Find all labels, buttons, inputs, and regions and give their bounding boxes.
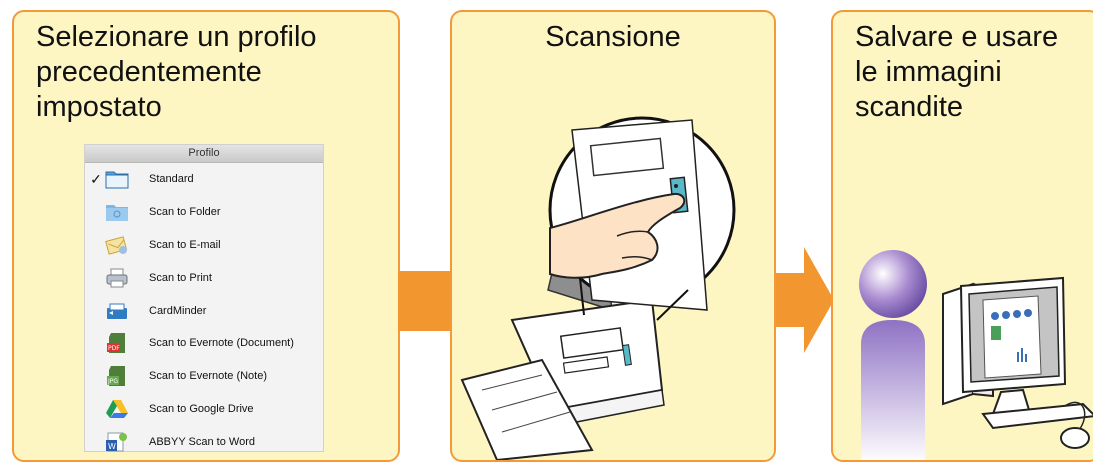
step-scan-panel: Scansione — [450, 10, 776, 462]
profile-item-label: Scan to Evernote (Note) — [149, 370, 267, 382]
step-select-profile-panel: Selezionare un profilo precedentemente i… — [12, 10, 400, 462]
profile-item-cardminder[interactable]: CardMinder — [85, 294, 323, 327]
profile-item-label: Scan to E-mail — [149, 239, 221, 251]
profile-item-label: Scan to Google Drive — [149, 403, 254, 415]
profile-menu-header: Profilo — [85, 145, 323, 163]
profile-item-label: ABBYY Scan to Word — [149, 436, 255, 448]
arrow-right-icon — [398, 245, 454, 355]
profile-item-scan-to-folder[interactable]: Scan to Folder — [85, 196, 323, 229]
profile-item-label: Scan to Evernote (Document) — [149, 337, 294, 349]
profile-item-scan-to-email[interactable]: Scan to E-mail — [85, 229, 323, 262]
arrow-right-icon — [776, 247, 834, 353]
step-select-profile-title: Selezionare un profilo precedentemente i… — [14, 12, 398, 125]
profile-item-standard[interactable]: ✓ Standard — [85, 163, 323, 196]
profile-item-abbyy-scan-to-word[interactable]: W ABBYY Scan to Word — [85, 425, 323, 458]
person-head — [859, 250, 927, 318]
step-scan-title: Scansione — [452, 12, 774, 55]
user-computer-illustration — [833, 224, 1093, 462]
folder-icon — [105, 201, 129, 223]
profile-item-scan-to-evernote-note[interactable]: JPG Scan to Evernote (Note) — [85, 360, 323, 393]
card-icon — [105, 300, 129, 322]
svg-text:W: W — [108, 442, 116, 451]
printer-icon — [105, 267, 129, 289]
step-save-use-panel: Salvare e usare le immagini scandite — [831, 10, 1093, 462]
folder-icon — [105, 168, 129, 190]
profile-item-scan-to-evernote-document[interactable]: PDF Scan to Evernote (Document) — [85, 327, 323, 360]
profile-item-label: Standard — [149, 173, 194, 185]
profile-item-scan-to-google-drive[interactable]: Scan to Google Drive — [85, 393, 323, 426]
google-drive-icon — [105, 398, 129, 420]
mail-icon — [105, 234, 129, 256]
profile-item-label: Scan to Folder — [149, 206, 221, 218]
profile-item-label: Scan to Print — [149, 272, 212, 284]
step-save-use-title: Salvare e usare le immagini scandite — [833, 12, 1093, 125]
check-mark-icon: ✓ — [89, 171, 103, 188]
svg-text:PDF: PDF — [108, 345, 120, 352]
profile-menu: Profilo ✓ Standard Scan to Folder Scan t… — [84, 144, 324, 452]
abbyy-word-icon: W — [105, 431, 129, 453]
evernote-jpg-icon: JPG — [105, 365, 129, 387]
profile-item-scan-to-print[interactable]: Scan to Print — [85, 261, 323, 294]
svg-text:JPG: JPG — [107, 378, 118, 385]
profile-item-label: CardMinder — [149, 305, 206, 317]
evernote-pdf-icon: PDF — [105, 332, 129, 354]
scanner-illustration — [452, 60, 776, 460]
